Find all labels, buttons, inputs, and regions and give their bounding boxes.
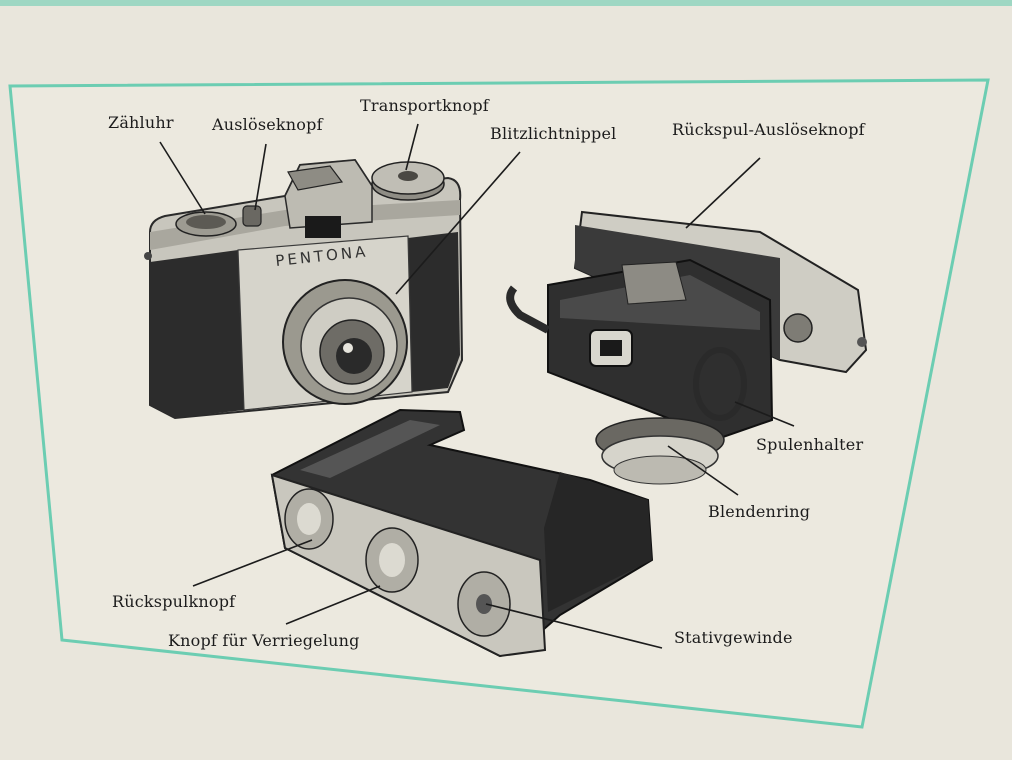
camera-back-cover (270, 408, 654, 658)
label-rueckspulknopf: Rückspulknopf (112, 592, 236, 611)
label-stativgewinde: Stativgewinde (674, 628, 793, 647)
camera-front-view (144, 158, 464, 420)
label-blitzlichtnippel: Blitzlichtnippel (490, 124, 617, 143)
label-zaehluhr: Zähluhr (108, 113, 174, 132)
label-blendenring: Blendenring (708, 502, 811, 521)
camera-back-open-view (506, 210, 868, 485)
label-spulenhalter: Spulenhalter (756, 435, 864, 454)
top-edge-line (0, 0, 1012, 6)
label-knopf-verriegelung: Knopf für Verriegelung (168, 631, 360, 650)
label-transportknopf: Transportknopf (360, 96, 489, 115)
leader-lines (159, 123, 795, 649)
label-ausloeseknopf: Auslöseknopf (212, 115, 323, 134)
label-rueckspul-ausloeseknopf: Rückspul-Auslöseknopf (672, 120, 865, 139)
